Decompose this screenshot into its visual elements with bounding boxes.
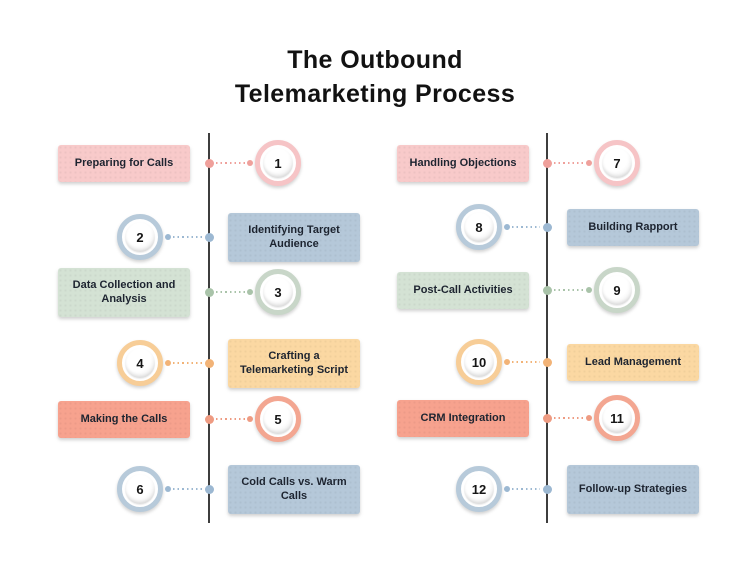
step-label: Preparing for Calls <box>58 144 190 182</box>
step-label: Post-Call Activities <box>397 271 529 309</box>
step-number: 8 <box>475 219 483 235</box>
step-number-plate: 4 <box>125 348 155 378</box>
connector-dotted-line <box>554 289 584 291</box>
step-label: Data Collection and Analysis <box>58 267 190 317</box>
step-number: 6 <box>136 481 144 497</box>
connector-spine-dot <box>542 357 552 367</box>
connector-end-dot <box>165 360 171 366</box>
step-number-circle: 8 <box>456 204 502 250</box>
connector-spine-dot <box>204 232 214 242</box>
connector-dotted-line <box>173 488 202 490</box>
connector-end-dot <box>247 289 253 295</box>
connector-spine-dot <box>542 285 552 295</box>
step-number-plate: 10 <box>464 347 494 377</box>
connector-spine-dot <box>542 484 552 494</box>
connector-dotted-line <box>216 418 245 420</box>
step-label: Crafting a Telemarketing Script <box>228 338 360 388</box>
title-line-1: The Outbound <box>287 46 463 74</box>
connector-spine-dot <box>542 413 552 423</box>
connector-spine-dot <box>204 358 214 368</box>
step-number-circle: 7 <box>594 140 640 186</box>
connector-spine-dot <box>542 158 552 168</box>
step-number: 7 <box>613 155 621 171</box>
step-number: 11 <box>610 410 624 426</box>
step-number-plate: 9 <box>602 275 632 305</box>
step-number: 1 <box>274 155 282 171</box>
connector-spine-dot <box>204 414 214 424</box>
connector-end-dot <box>165 234 171 240</box>
step-number: 12 <box>471 481 487 497</box>
connector-dotted-line <box>512 488 540 490</box>
connector-spine-dot <box>204 484 214 494</box>
step-label: Identifying Target Audience <box>228 212 360 262</box>
step-label: Lead Management <box>567 343 699 381</box>
title-line-2: Telemarketing Process <box>234 79 516 108</box>
connector-spine-dot <box>204 158 214 168</box>
connector-dotted-line <box>173 362 202 364</box>
step-number-circle: 5 <box>255 396 301 442</box>
step-number-plate: 3 <box>263 277 293 307</box>
step-number: 4 <box>136 355 144 371</box>
connector-dotted-line <box>512 361 540 363</box>
connector-end-dot <box>504 486 510 492</box>
step-number-plate: 12 <box>464 474 494 504</box>
step-number: 10 <box>471 354 487 370</box>
step-number-circle: 10 <box>456 339 502 385</box>
step-number: 2 <box>136 229 144 245</box>
step-label: CRM Integration <box>397 399 529 437</box>
step-label: Handling Objections <box>397 144 529 182</box>
step-number: 3 <box>274 284 282 300</box>
connector-dotted-line <box>512 226 540 228</box>
step-number-plate: 6 <box>125 474 155 504</box>
connector-end-dot <box>504 359 510 365</box>
connector-spine-dot <box>542 222 552 232</box>
step-number-plate: 5 <box>263 404 293 434</box>
step-number-plate: 8 <box>464 212 494 242</box>
step-number-circle: 1 <box>255 140 301 186</box>
connector-spine-dot <box>204 287 214 297</box>
step-number-circle: 6 <box>117 466 163 512</box>
page-title: The Outbound Telemarketing Process <box>0 44 750 111</box>
step-number-circle: 12 <box>456 466 502 512</box>
step-number-plate: 7 <box>602 148 632 178</box>
connector-dotted-line <box>216 291 245 293</box>
connector-end-dot <box>247 160 253 166</box>
step-label: Follow-up Strategies <box>567 464 699 514</box>
step-number-plate: 11 <box>602 403 632 433</box>
connector-end-dot <box>247 416 253 422</box>
step-number-circle: 11 <box>594 395 640 441</box>
connector-end-dot <box>586 415 592 421</box>
connector-end-dot <box>586 160 592 166</box>
step-number-circle: 2 <box>117 214 163 260</box>
connector-end-dot <box>165 486 171 492</box>
connector-dotted-line <box>554 417 584 419</box>
step-number-circle: 4 <box>117 340 163 386</box>
connector-dotted-line <box>173 236 202 238</box>
step-number: 9 <box>613 282 621 298</box>
connector-end-dot <box>504 224 510 230</box>
timeline-spine-right <box>546 133 548 523</box>
connector-end-dot <box>586 287 592 293</box>
connector-dotted-line <box>554 162 584 164</box>
step-number-plate: 2 <box>125 222 155 252</box>
connector-dotted-line <box>216 162 245 164</box>
step-number: 5 <box>274 411 282 427</box>
step-number-circle: 3 <box>255 269 301 315</box>
step-number-circle: 9 <box>594 267 640 313</box>
step-number-plate: 1 <box>263 148 293 178</box>
timeline-spine-left <box>208 133 210 523</box>
step-label: Making the Calls <box>58 400 190 438</box>
step-label: Cold Calls vs. Warm Calls <box>228 464 360 514</box>
step-label: Building Rapport <box>567 208 699 246</box>
